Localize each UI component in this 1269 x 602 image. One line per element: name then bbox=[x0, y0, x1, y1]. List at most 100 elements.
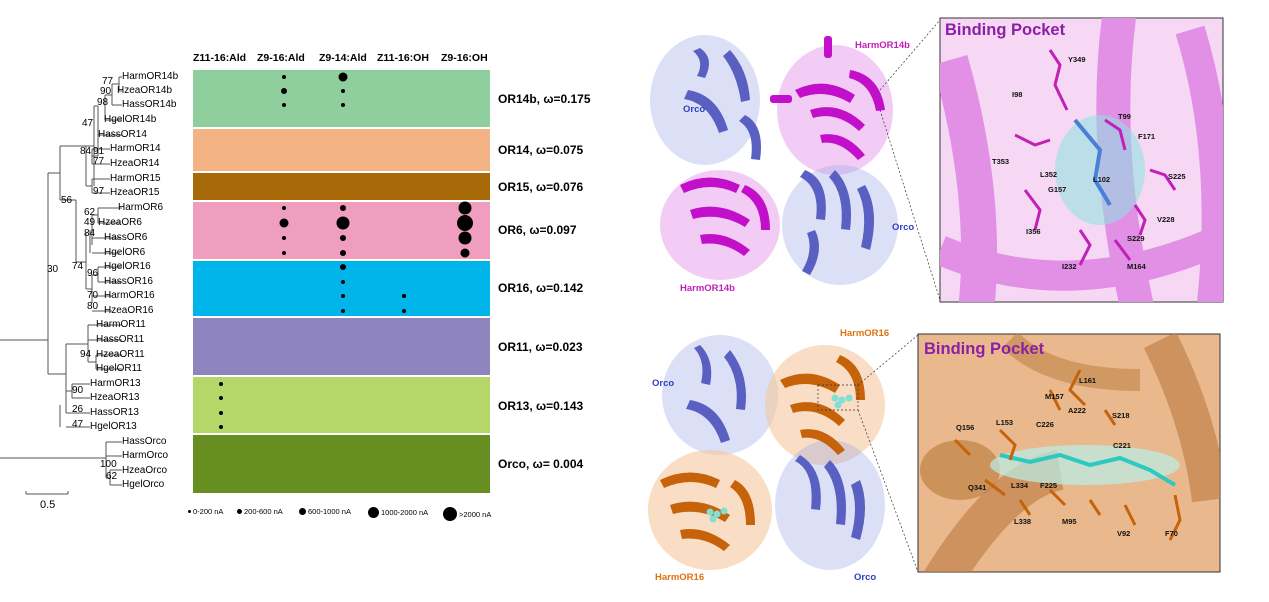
residue-label: L161 bbox=[1079, 376, 1097, 385]
group-label: OR16, ω=0.142 bbox=[498, 281, 584, 295]
bootstrap-value: 80 bbox=[87, 301, 99, 312]
legend-item: 1000-2000 nA bbox=[368, 507, 428, 518]
legend-label: 1000-2000 nA bbox=[381, 508, 429, 517]
residue-label: M157 bbox=[1045, 392, 1064, 401]
leaf-label: HassOR13 bbox=[90, 407, 139, 418]
residue-label: G157 bbox=[1048, 185, 1067, 194]
bootstrap-value: 49 bbox=[84, 217, 96, 228]
residue-label: T353 bbox=[992, 157, 1010, 166]
leaf-label: HzeaOR6 bbox=[98, 217, 142, 228]
residue-label: F70 bbox=[1165, 529, 1178, 538]
bootstrap-value: 47 bbox=[82, 118, 94, 129]
leaf-label: HzeaOR16 bbox=[104, 305, 154, 316]
residue-label: Y349 bbox=[1068, 55, 1086, 64]
top-binding-pocket bbox=[939, 17, 1224, 303]
residue-label: T99 bbox=[1118, 112, 1131, 121]
group-label: OR13, ω=0.143 bbox=[498, 399, 584, 413]
response-dot bbox=[282, 75, 286, 79]
residue-label: L153 bbox=[996, 418, 1014, 427]
bootstrap-value: 84 bbox=[84, 228, 96, 239]
leaf-label: HarmOR14 bbox=[110, 143, 161, 154]
chain-label-harmor16: HarmOR16 bbox=[655, 572, 705, 583]
group-band-or11 bbox=[193, 318, 490, 375]
legend-label: >2000 nA bbox=[459, 509, 492, 519]
bootstrap-value: 96 bbox=[87, 268, 99, 279]
bootstrap-value: 47 bbox=[72, 419, 84, 430]
response-dot bbox=[340, 250, 346, 256]
bootstrap-value: 98 bbox=[97, 97, 109, 108]
residue-label: I98 bbox=[1012, 90, 1023, 99]
response-dot bbox=[460, 248, 470, 258]
bootstrap-value: 84 bbox=[80, 146, 92, 157]
chain-label-harmor14b: HarmOR14b bbox=[855, 40, 910, 51]
response-dot bbox=[282, 206, 286, 210]
response-dot bbox=[341, 309, 345, 313]
group-band-or14 bbox=[193, 129, 490, 171]
bottom-tetramer bbox=[648, 335, 885, 570]
response-dot bbox=[341, 103, 345, 107]
residue-label: L338 bbox=[1014, 517, 1032, 526]
leaf-label: HarmOR13 bbox=[90, 378, 141, 389]
response-dot bbox=[219, 382, 223, 386]
leaf-label: HassOR16 bbox=[104, 276, 153, 287]
residue-label: F225 bbox=[1040, 481, 1058, 490]
response-dot bbox=[341, 280, 345, 284]
legend-item: 200-600 nA bbox=[237, 507, 283, 516]
residue-label: S229 bbox=[1127, 234, 1145, 243]
bootstrap-value: 90 bbox=[100, 86, 112, 97]
response-dot bbox=[336, 216, 350, 230]
group-label: OR14b, ω=0.175 bbox=[498, 92, 591, 106]
response-dot bbox=[340, 264, 346, 270]
response-dot bbox=[341, 294, 345, 298]
residue-label: L102 bbox=[1093, 175, 1111, 184]
residue-label: L334 bbox=[1011, 481, 1029, 490]
bootstrap-value: 94 bbox=[80, 349, 92, 360]
group-label: OR14, ω=0.075 bbox=[498, 143, 584, 157]
leaf-label: HzeaOR11 bbox=[96, 349, 145, 360]
bootstrap-value: 70 bbox=[87, 290, 99, 301]
legend-label: 200-600 nA bbox=[244, 507, 283, 516]
group-band-orco bbox=[193, 435, 490, 493]
leaf-label: HarmOR11 bbox=[96, 319, 146, 330]
group-label: Orco, ω= 0.004 bbox=[498, 457, 584, 471]
bootstrap-value: 97 bbox=[93, 186, 105, 197]
column-header: Z9-16:OH bbox=[441, 52, 488, 64]
leaf-label: HarmOR15 bbox=[110, 173, 161, 184]
column-header: Z9-14:Ald bbox=[319, 52, 367, 64]
leaf-label: HgelOR16 bbox=[104, 261, 151, 272]
bottom-binding-pocket bbox=[917, 333, 1221, 573]
bootstrap-value: 77 bbox=[102, 76, 114, 87]
bootstrap-value: 74 bbox=[72, 261, 84, 272]
residue-label: M95 bbox=[1062, 517, 1077, 526]
top-tetramer bbox=[650, 35, 898, 285]
bootstrap-value: 26 bbox=[72, 404, 84, 415]
chain-label-orco: Orco bbox=[652, 378, 675, 389]
group-band-or6 bbox=[193, 202, 490, 259]
residue-label: L352 bbox=[1040, 170, 1058, 179]
response-dot bbox=[219, 425, 223, 429]
leaf-label: HgelOR14b bbox=[104, 114, 157, 125]
residue-label: C221 bbox=[1113, 441, 1131, 450]
residue-label: C226 bbox=[1036, 420, 1054, 429]
response-dot bbox=[282, 103, 286, 107]
residue-label: Q156 bbox=[956, 423, 975, 432]
response-dot bbox=[340, 235, 346, 241]
column-header: Z11-16:OH bbox=[377, 52, 429, 64]
bootstrap-value: 77 bbox=[93, 156, 105, 167]
response-dot bbox=[458, 231, 472, 245]
bootstrap-value: 90 bbox=[72, 385, 84, 396]
leaf-label: HassOrco bbox=[122, 436, 167, 447]
leaf-label: HzeaOR14 bbox=[110, 158, 160, 169]
residue-label: I356 bbox=[1026, 227, 1041, 236]
residue-label: M164 bbox=[1127, 262, 1146, 271]
response-dot bbox=[458, 201, 472, 215]
group-band-or13 bbox=[193, 377, 490, 433]
residue-label: I232 bbox=[1062, 262, 1077, 271]
residue-label: V228 bbox=[1157, 215, 1175, 224]
chain-label-harmor14b: HarmOR14b bbox=[680, 283, 735, 294]
residue-label: S218 bbox=[1112, 411, 1130, 420]
response-dot bbox=[282, 251, 286, 255]
group-label: OR15, ω=0.076 bbox=[498, 180, 584, 194]
legend-item: >2000 nA bbox=[443, 507, 491, 521]
response-dot bbox=[340, 205, 346, 211]
